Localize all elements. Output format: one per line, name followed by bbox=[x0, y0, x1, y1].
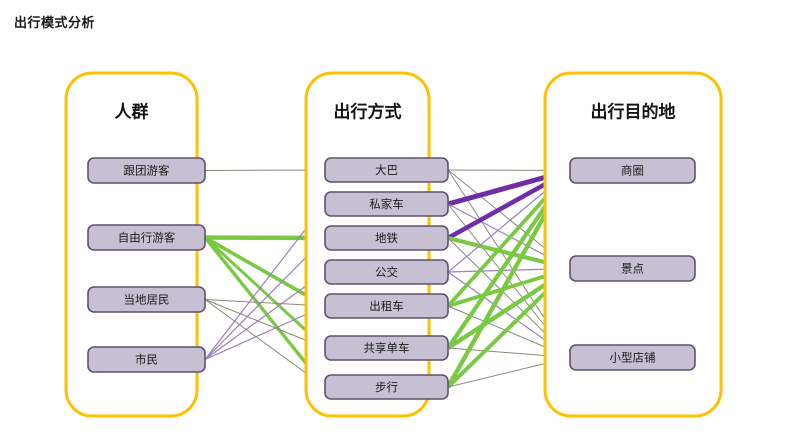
node-rect-m3[interactable] bbox=[324, 225, 449, 251]
node-label-d2: 景点 bbox=[621, 263, 644, 276]
node-rect-c2[interactable] bbox=[87, 224, 206, 251]
node-label-m2: 私家车 bbox=[369, 197, 404, 211]
node-label-c2: 自由行游客 bbox=[118, 231, 176, 245]
node-label-d3: 小型店铺 bbox=[610, 351, 656, 365]
group-title-destination: 出行目的地 bbox=[591, 101, 676, 121]
node-c4[interactable]: 市民 bbox=[87, 346, 206, 373]
node-rect-m5[interactable] bbox=[324, 293, 449, 319]
node-label-c4: 市民 bbox=[135, 353, 158, 367]
page-title: 出行模式分析 bbox=[14, 15, 96, 30]
node-d3[interactable]: 小型店铺 bbox=[569, 344, 696, 371]
node-m5[interactable]: 出租车 bbox=[324, 293, 449, 319]
node-rect-c3[interactable] bbox=[87, 286, 206, 313]
node-rect-c4[interactable] bbox=[87, 346, 206, 373]
node-rect-d3[interactable] bbox=[569, 344, 696, 371]
group-title-mode: 出行方式 bbox=[334, 101, 402, 121]
node-label-m6: 共享单车 bbox=[364, 341, 410, 355]
node-label-m3: 地铁 bbox=[375, 232, 398, 245]
node-d1[interactable]: 商圈 bbox=[569, 157, 696, 184]
node-label-m7: 步行 bbox=[375, 381, 398, 394]
group-title-crowd: 人群 bbox=[115, 101, 149, 121]
node-label-d1: 商圈 bbox=[621, 164, 644, 178]
node-rect-d2[interactable] bbox=[569, 255, 696, 282]
node-m2[interactable]: 私家车 bbox=[324, 191, 449, 217]
node-rect-d1[interactable] bbox=[569, 157, 696, 184]
node-rect-m4[interactable] bbox=[324, 259, 449, 285]
node-rect-c1[interactable] bbox=[87, 157, 206, 184]
node-m1[interactable]: 大巴 bbox=[324, 157, 449, 183]
node-label-m1: 大巴 bbox=[375, 163, 398, 177]
node-rect-m6[interactable] bbox=[324, 335, 449, 361]
node-c3[interactable]: 当地居民 bbox=[87, 286, 206, 313]
node-rect-m2[interactable] bbox=[324, 191, 449, 217]
node-label-m4: 公交 bbox=[375, 265, 398, 279]
node-c2[interactable]: 自由行游客 bbox=[87, 224, 206, 251]
node-rect-m1[interactable] bbox=[324, 157, 449, 183]
node-label-m5: 出租车 bbox=[369, 299, 404, 313]
node-label-c3: 当地居民 bbox=[124, 293, 170, 307]
node-d2[interactable]: 景点 bbox=[569, 255, 696, 282]
node-m3[interactable]: 地铁 bbox=[324, 225, 449, 251]
node-m6[interactable]: 共享单车 bbox=[324, 335, 449, 361]
node-rect-m7[interactable] bbox=[324, 374, 449, 400]
node-m7[interactable]: 步行 bbox=[324, 374, 449, 400]
node-c1[interactable]: 跟团游客 bbox=[87, 157, 206, 184]
node-m4[interactable]: 公交 bbox=[324, 259, 449, 285]
node-label-c1: 跟团游客 bbox=[124, 164, 170, 178]
